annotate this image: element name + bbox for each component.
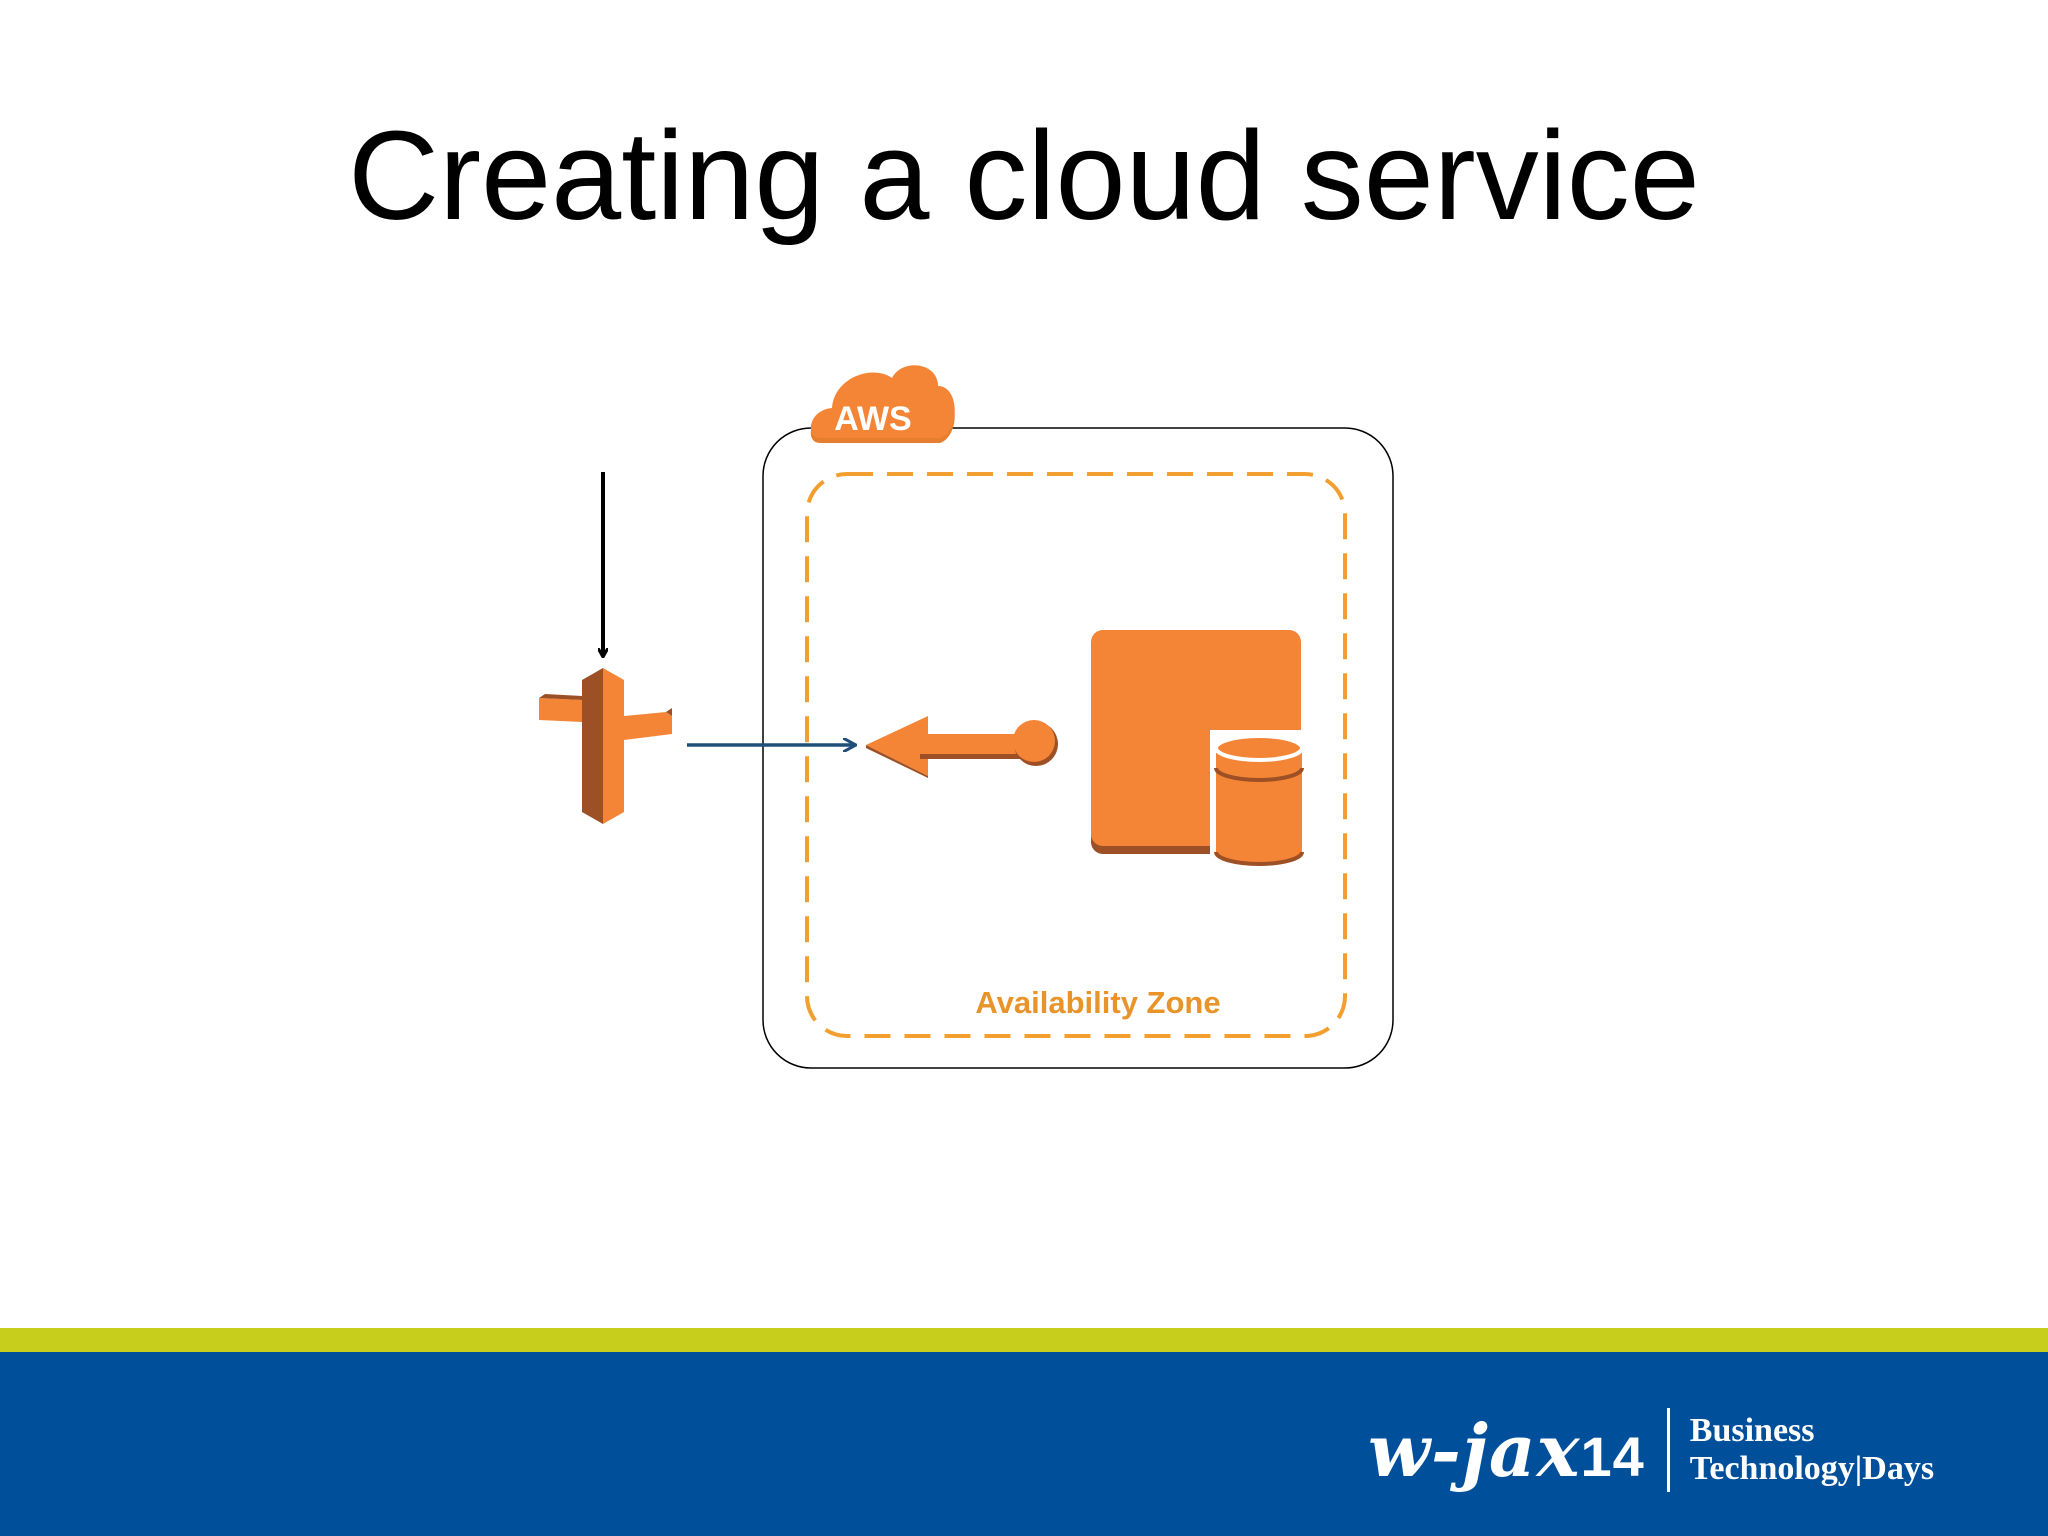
slide-title: Creating a cloud service: [348, 105, 1700, 246]
logo-tagline-line1: Business: [1689, 1412, 1815, 1449]
aws-cloud-icon: [810, 365, 955, 443]
footer-stripe: [0, 1328, 2048, 1352]
wjax-logo-wordmark: w-jax: [1368, 1407, 1581, 1493]
instance-with-database-icon: [1091, 630, 1308, 866]
signpost-icon: [539, 668, 672, 824]
logo-divider: [1666, 1408, 1670, 1492]
aws-region-box: [762, 427, 1394, 1069]
availability-zone-box: [805, 472, 1347, 1038]
wjax-logo-year: 14: [1580, 1424, 1645, 1488]
logo-tagline-line2: Technology|Days: [1689, 1450, 1935, 1487]
wjax-logo: w-jax14 Business Technology|Days: [1368, 1400, 1934, 1500]
aws-cloud-label: AWS: [834, 400, 911, 438]
footer-band: [0, 1352, 2048, 1536]
availability-zone-label: Availability Zone: [975, 985, 1220, 1020]
logo-tagline: Business Technology|Days: [1690, 1412, 1934, 1488]
elastic-ip-icon: [866, 716, 1058, 778]
wjax-logo-mark: w-jax14: [1368, 1408, 1645, 1493]
